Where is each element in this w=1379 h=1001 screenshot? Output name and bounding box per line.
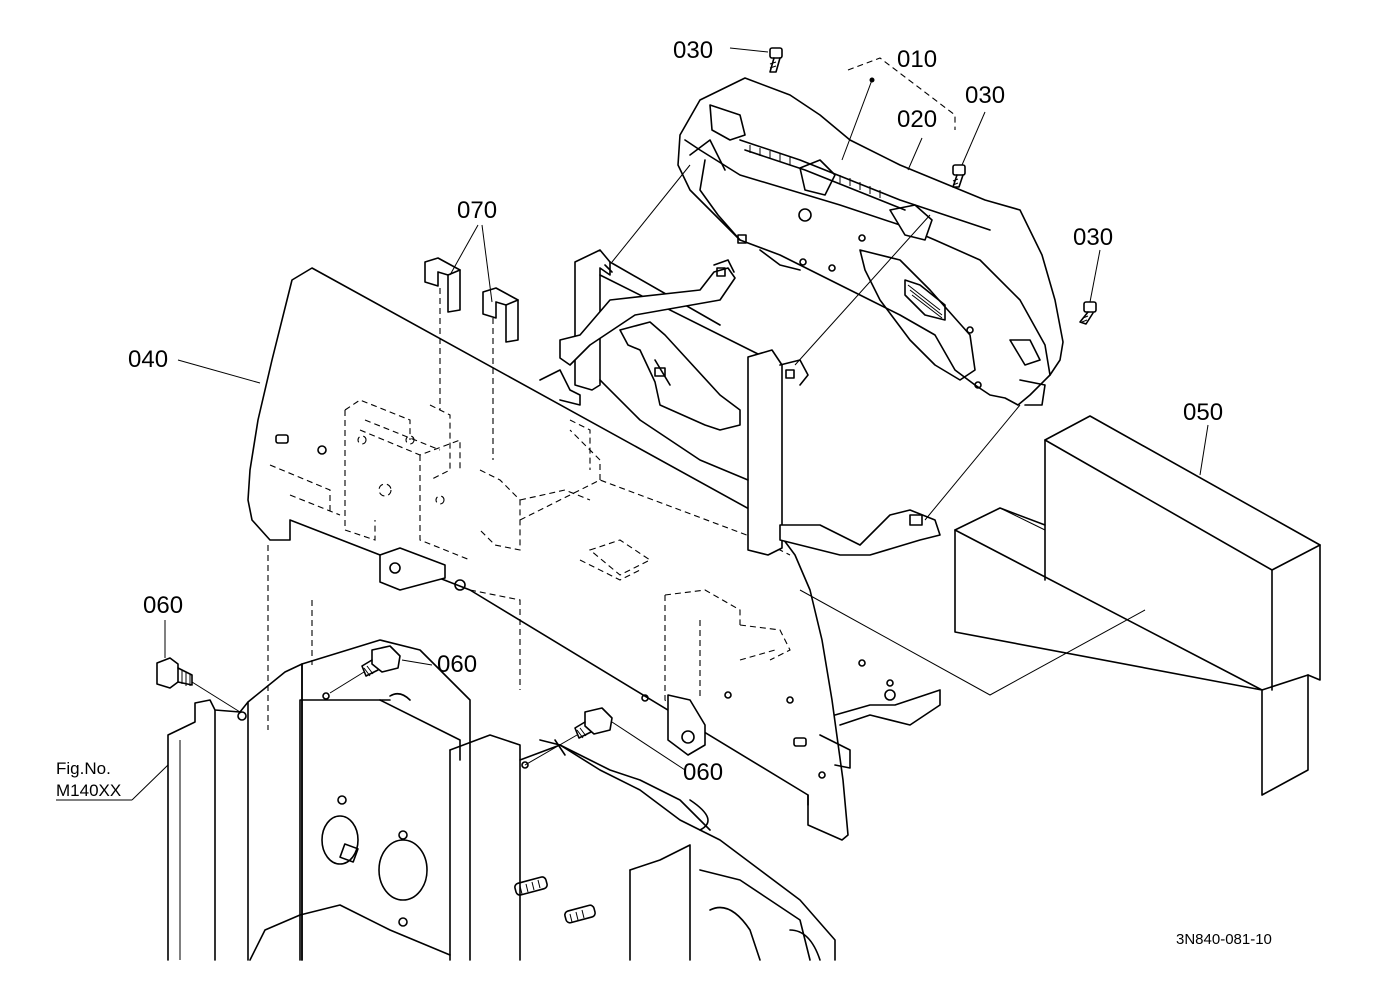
leader-030-right <box>1089 249 1101 303</box>
stud-bolt-lower <box>564 904 596 924</box>
meter-assembly <box>677 77 1064 406</box>
bolt-060-bottom <box>574 707 613 739</box>
dashed-line-center <box>469 589 521 690</box>
screw-030-right <box>1079 301 1097 325</box>
leader-fig-ref <box>131 764 169 801</box>
callout-060-bottom: 060 <box>683 759 723 786</box>
mounting-frame <box>539 249 941 556</box>
leader-070-right <box>481 224 493 303</box>
leader-010 <box>841 79 873 161</box>
leader-060-bottom <box>611 721 686 771</box>
screw-030-top <box>769 47 783 73</box>
drawing-number: 3N840-081-10 <box>1176 931 1272 948</box>
leader-060-mid <box>401 659 433 666</box>
assembly-line-foam <box>799 589 1146 696</box>
bolt-060-mid-line <box>329 671 365 694</box>
foam-pad-050 <box>954 415 1321 796</box>
screw-030-mid <box>952 164 966 188</box>
callout-030-right: 030 <box>1073 224 1113 251</box>
leader-040 <box>177 359 261 384</box>
callout-010: 010 <box>897 46 937 73</box>
bracket-nut-left <box>379 547 446 591</box>
assembly-line-1 <box>611 164 691 263</box>
bolt-060-left-line <box>191 681 241 713</box>
leader-070-left <box>449 224 479 276</box>
callout-070: 070 <box>457 197 497 224</box>
stud-bolt-upper <box>514 876 548 896</box>
fig-ref-line1: Fig.No. <box>56 759 111 778</box>
callout-060-mid: 060 <box>437 651 477 678</box>
fig-ref-line2: M140XX <box>56 781 121 800</box>
bracket-010 <box>847 57 956 130</box>
lower-chassis <box>167 639 836 961</box>
leader-050 <box>1199 424 1209 476</box>
callout-050: 050 <box>1183 399 1223 426</box>
bolt-060-bottom-line <box>524 734 578 766</box>
bolt-060-mid <box>361 645 401 677</box>
bolt-060-left <box>156 657 193 689</box>
callout-060-left: 060 <box>143 592 183 619</box>
assembly-line-2 <box>794 214 931 366</box>
callout-040: 040 <box>128 346 168 373</box>
callout-020: 020 <box>897 106 937 133</box>
dot-010 <box>869 77 875 83</box>
pad-070-right <box>482 287 519 343</box>
leader-030-top <box>729 47 769 53</box>
leader-020 <box>907 137 923 171</box>
callout-030-mid: 030 <box>965 82 1005 109</box>
leader-030-mid <box>961 111 986 166</box>
callout-030-top: 030 <box>673 37 713 64</box>
bracket-nut-lower <box>667 694 706 756</box>
assembly-line-3 <box>924 404 1021 521</box>
